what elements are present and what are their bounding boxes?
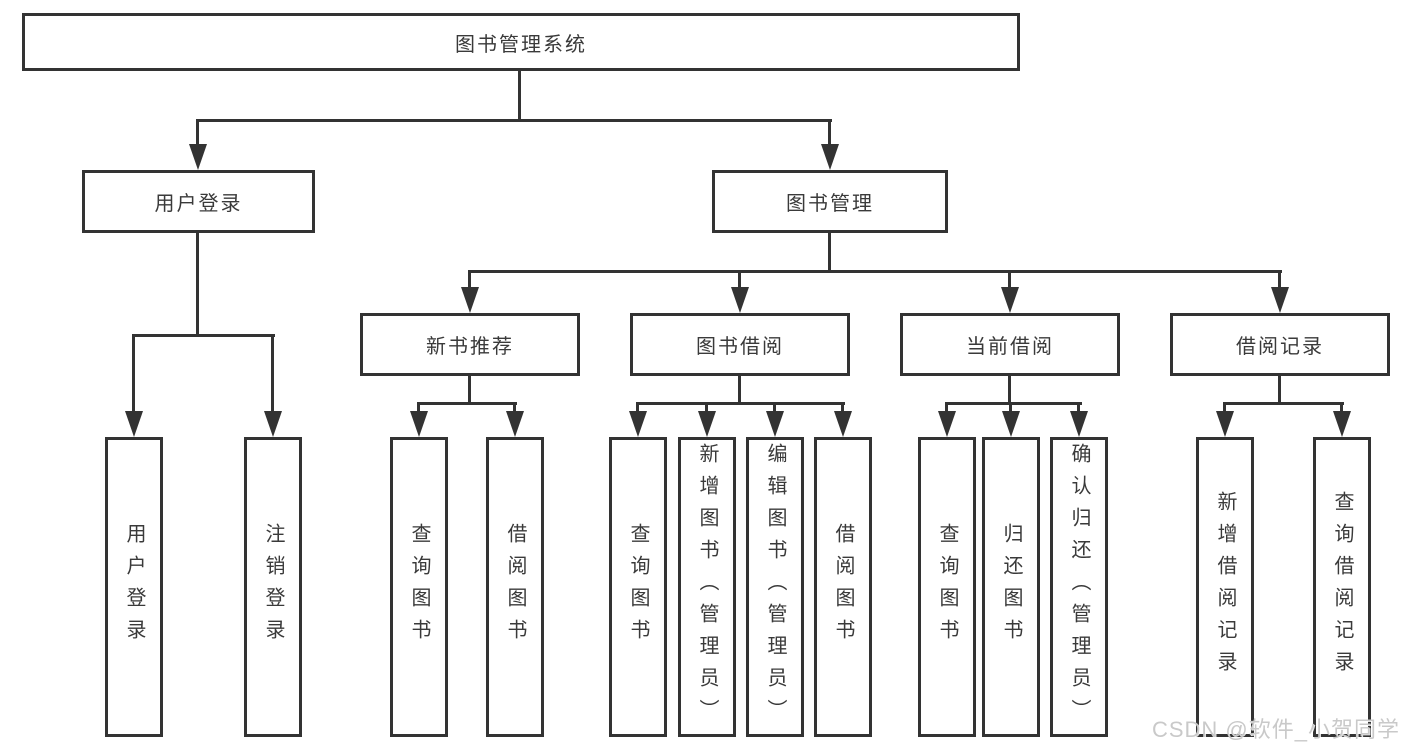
connector-line bbox=[513, 402, 516, 415]
leaf-bb-add-book-admin: 新增图书（管理员） bbox=[678, 437, 736, 737]
leaf-bb-edit-book-admin: 编辑图书（管理员） bbox=[746, 437, 804, 737]
leaf-cb-confirm-return-admin: 确认归还（管理员） bbox=[1050, 437, 1108, 737]
node-label: 借阅记录 bbox=[1236, 336, 1324, 358]
leaf-label: 查询图书 bbox=[936, 523, 958, 651]
leaf-br-add-borrow-record: 新增借阅记录 bbox=[1196, 437, 1254, 737]
arrowhead-icon bbox=[410, 411, 428, 437]
leaf-label: 用户登录 bbox=[123, 523, 145, 651]
leaf-label: 编辑图书（管理员） bbox=[764, 443, 786, 731]
connector-line bbox=[1008, 374, 1011, 405]
connector-line bbox=[773, 402, 776, 415]
connector-line bbox=[828, 232, 831, 273]
leaf-label: 注销登录 bbox=[262, 523, 284, 651]
leaf-label: 借阅图书 bbox=[504, 523, 526, 651]
connector-line bbox=[738, 270, 741, 291]
connector-line bbox=[196, 119, 832, 122]
node-user-login: 用户登录 bbox=[82, 170, 315, 233]
connector-line bbox=[1008, 270, 1011, 291]
connector-line bbox=[945, 402, 1082, 405]
leaf-label: 新增借阅记录 bbox=[1214, 491, 1236, 683]
connector-line bbox=[828, 119, 831, 151]
leaf-user-login: 用户登录 bbox=[105, 437, 163, 737]
node-label: 新书推荐 bbox=[426, 336, 514, 358]
node-library-management-system: 图书管理系统 bbox=[22, 13, 1020, 71]
connector-line bbox=[1009, 402, 1012, 415]
leaf-label: 归还图书 bbox=[1000, 523, 1022, 651]
connector-line bbox=[196, 119, 199, 151]
node-label: 图书管理系统 bbox=[455, 33, 587, 56]
connector-line bbox=[271, 334, 274, 414]
arrowhead-icon bbox=[938, 411, 956, 437]
node-book-management: 图书管理 bbox=[712, 170, 948, 233]
leaf-logout: 注销登录 bbox=[244, 437, 302, 737]
leaf-label: 查询图书 bbox=[627, 523, 649, 651]
leaf-bb-borrow-books: 借阅图书 bbox=[814, 437, 872, 737]
arrowhead-icon bbox=[1070, 411, 1088, 437]
arrowhead-icon bbox=[189, 144, 207, 170]
arrowhead-icon bbox=[264, 411, 282, 437]
connector-line bbox=[518, 70, 521, 121]
arrowhead-icon bbox=[125, 411, 143, 437]
arrowhead-icon bbox=[821, 144, 839, 170]
arrowhead-icon bbox=[698, 411, 716, 437]
connector-line bbox=[636, 402, 845, 405]
connector-line bbox=[738, 374, 741, 405]
arrowhead-icon bbox=[766, 411, 784, 437]
node-borrowing-records: 借阅记录 bbox=[1170, 313, 1390, 376]
leaf-cb-return-books: 归还图书 bbox=[982, 437, 1040, 737]
arrowhead-icon bbox=[1216, 411, 1234, 437]
connector-line bbox=[841, 402, 844, 415]
connector-line bbox=[417, 402, 517, 405]
arrowhead-icon bbox=[506, 411, 524, 437]
leaf-label: 借阅图书 bbox=[832, 523, 854, 651]
node-label: 图书管理 bbox=[786, 193, 874, 215]
leaf-cb-query-books: 查询图书 bbox=[918, 437, 976, 737]
node-label: 当前借阅 bbox=[966, 336, 1054, 358]
connector-line bbox=[468, 374, 471, 405]
connector-line bbox=[196, 232, 199, 337]
arrowhead-icon bbox=[1002, 411, 1020, 437]
node-new-book-recommendation: 新书推荐 bbox=[360, 313, 580, 376]
leaf-bb-query-books: 查询图书 bbox=[609, 437, 667, 737]
leaf-label: 确认归还（管理员） bbox=[1068, 443, 1090, 731]
leaf-label: 新增图书（管理员） bbox=[696, 443, 718, 731]
connector-line bbox=[945, 402, 948, 415]
connector-line bbox=[132, 334, 135, 414]
node-book-borrowing: 图书借阅 bbox=[630, 313, 850, 376]
leaf-nbr-borrow-books: 借阅图书 bbox=[486, 437, 544, 737]
connector-line bbox=[468, 270, 1282, 273]
connector-line bbox=[1077, 402, 1080, 415]
leaf-nbr-query-books: 查询图书 bbox=[390, 437, 448, 737]
connector-line bbox=[636, 402, 639, 415]
arrowhead-icon bbox=[461, 287, 479, 313]
arrowhead-icon bbox=[1333, 411, 1351, 437]
csdn-watermark: CSDN @软件_小贺同学 bbox=[1151, 717, 1400, 742]
arrowhead-icon bbox=[1271, 287, 1289, 313]
connector-line bbox=[417, 402, 420, 415]
connector-line bbox=[1340, 402, 1343, 415]
node-label: 图书借阅 bbox=[696, 336, 784, 358]
arrowhead-icon bbox=[834, 411, 852, 437]
node-current-borrowing: 当前借阅 bbox=[900, 313, 1120, 376]
leaf-br-query-borrow-record: 查询借阅记录 bbox=[1313, 437, 1371, 737]
connector-line bbox=[468, 270, 471, 291]
connector-line bbox=[1278, 270, 1281, 291]
arrowhead-icon bbox=[1001, 287, 1019, 313]
leaf-label: 查询借阅记录 bbox=[1331, 491, 1353, 683]
connector-line bbox=[1223, 402, 1344, 405]
node-label: 用户登录 bbox=[154, 193, 243, 215]
connector-line bbox=[1223, 402, 1226, 415]
connector-line bbox=[705, 402, 708, 415]
arrowhead-icon bbox=[629, 411, 647, 437]
connector-line bbox=[132, 334, 275, 337]
leaf-label: 查询图书 bbox=[408, 523, 430, 651]
arrowhead-icon bbox=[731, 287, 749, 313]
connector-line bbox=[1278, 374, 1281, 405]
